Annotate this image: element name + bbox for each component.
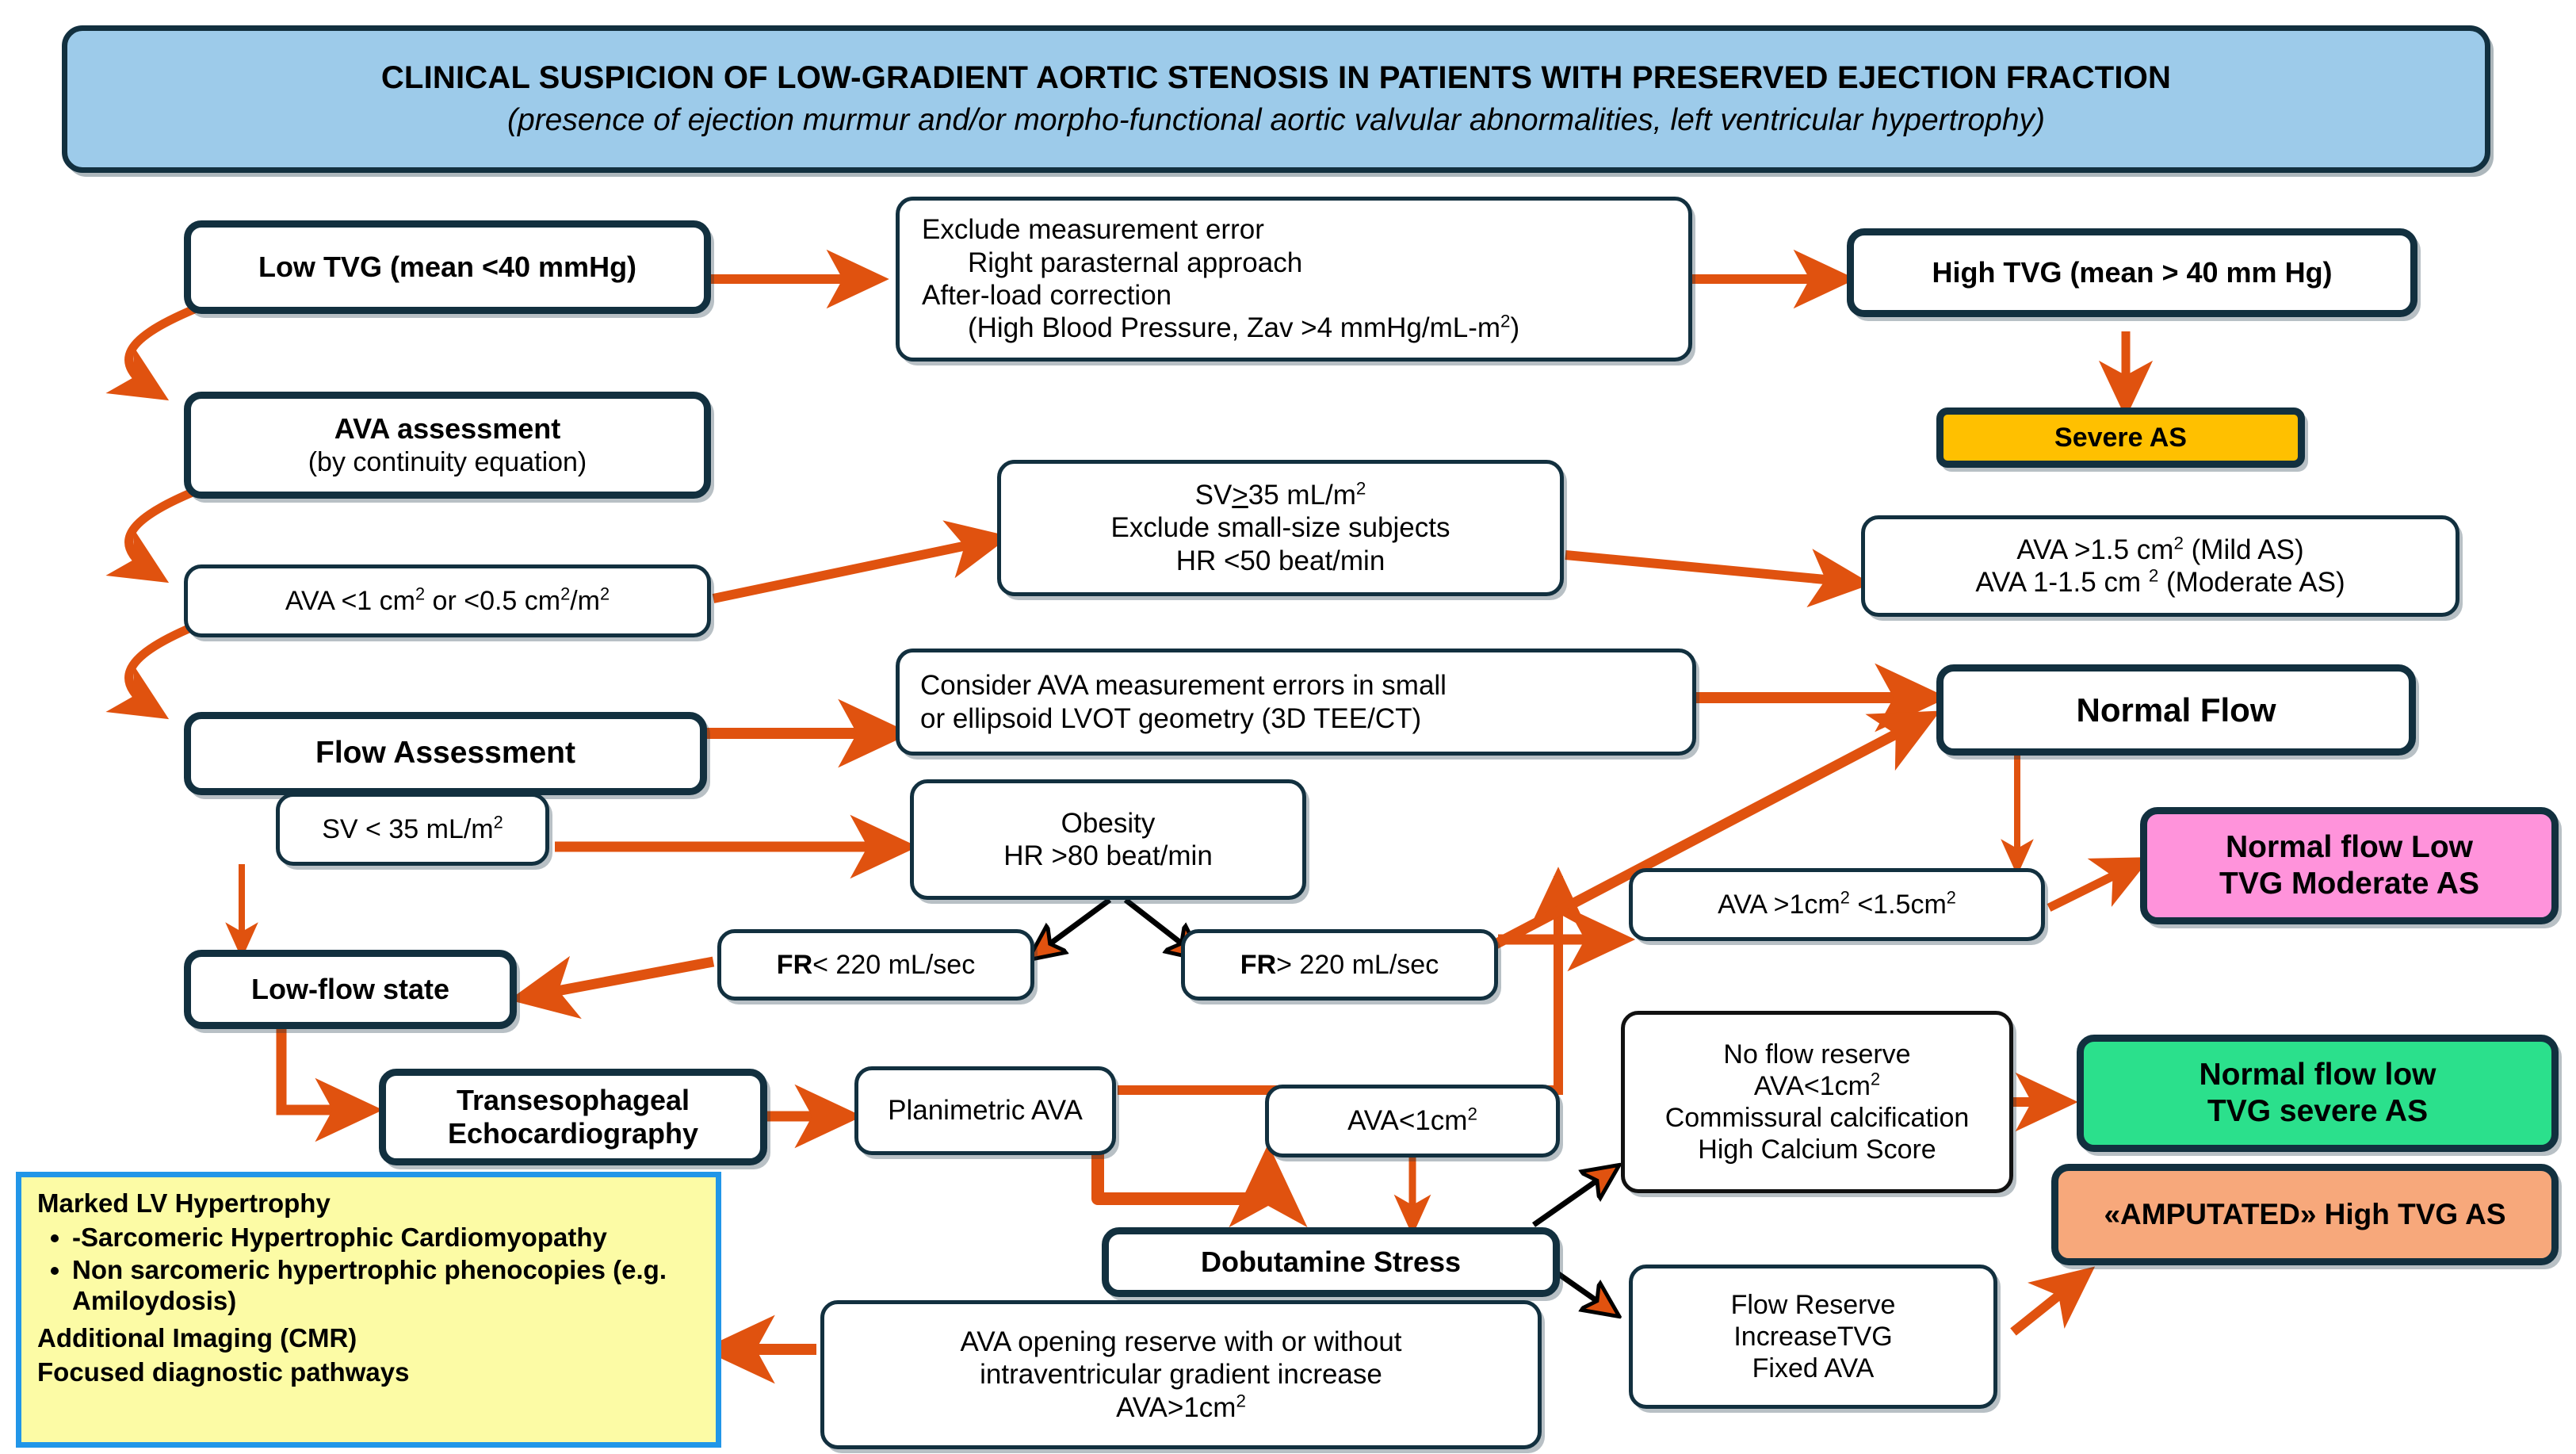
- obesity-line-2: HR >80 beat/min: [1003, 840, 1213, 871]
- no-reserve-line-2: AVA<1cm2: [1753, 1069, 1881, 1101]
- node-no-flow-reserve[interactable]: No flow reserve AVA<1cm2 Commissural cal…: [1621, 1011, 2013, 1193]
- node-fr-low[interactable]: FR< 220 mL/sec: [717, 929, 1034, 1001]
- reserve-line-2: IncreaseTVG: [1733, 1321, 1893, 1352]
- node-ava-lt-1cm2[interactable]: AVA<1cm2: [1265, 1085, 1560, 1157]
- exclude-line-3: After-load correction: [922, 280, 1172, 311]
- fr-low-prefix: FR: [776, 949, 813, 980]
- result-normal-flow-low-tvg-severe-as[interactable]: Normal flow low TVG severe AS: [2077, 1035, 2559, 1152]
- legend-title: Marked LV Hypertrophy: [37, 1188, 331, 1218]
- node-low-tvg[interactable]: Low TVG (mean <40 mmHg): [184, 220, 711, 314]
- result-pink-line-2: TVG Moderate AS: [2219, 867, 2479, 901]
- node-tee-line-2: Echocardiography: [447, 1117, 699, 1150]
- legend-line-a: Additional Imaging (CMR): [37, 1322, 357, 1353]
- fr-low-value: < 220 mL/sec: [812, 949, 976, 980]
- result-pink-line-1: Normal flow Low: [2226, 829, 2473, 864]
- legend-line-b: Focused diagnostic pathways: [37, 1356, 410, 1387]
- node-flow-assessment[interactable]: Flow Assessment: [184, 712, 707, 795]
- legend-lv-hypertrophy[interactable]: Marked LV Hypertrophy -Sarcomeric Hypert…: [16, 1172, 721, 1448]
- consider-line-2: or ellipsoid LVOT geometry (3D TEE/CT): [920, 702, 1422, 734]
- result-severe-as[interactable]: Severe AS: [1936, 408, 2305, 468]
- node-normal-flow[interactable]: Normal Flow: [1936, 664, 2416, 756]
- node-high-tvg[interactable]: High TVG (mean > 40 mm Hg): [1847, 228, 2417, 317]
- fr-low-label: FR< 220 mL/sec: [777, 949, 975, 981]
- exclude-line-4: (High Blood Pressure, Zav >4 mmHg/mL-m2): [968, 311, 1520, 344]
- fr-high-value: > 220 mL/sec: [1276, 949, 1439, 980]
- legend-bullet-2: Non sarcomeric hypertrophic phenocopies …: [72, 1255, 700, 1317]
- no-reserve-line-3: Commissural calcification: [1664, 1103, 1970, 1133]
- node-ava-below-threshold[interactable]: AVA <1 cm2 or <0.5 cm2/m2: [184, 564, 711, 637]
- node-ava-assessment-label: AVA assessment: [334, 412, 561, 446]
- fr-high-prefix: FR: [1240, 949, 1277, 980]
- node-fr-high[interactable]: FR> 220 mL/sec: [1181, 929, 1498, 1001]
- consider-line-1: Consider AVA measurement errors in small: [920, 670, 1447, 702]
- obesity-line-1: Obesity: [1061, 807, 1156, 839]
- title-line-1: CLINICAL SUSPICION OF LOW-GRADIENT AORTI…: [380, 60, 2172, 95]
- node-opening-reserve[interactable]: AVA opening reserve with or without intr…: [820, 1300, 1542, 1449]
- legend-bullet-list: -Sarcomeric Hypertrophic Cardiomyopathy …: [37, 1221, 700, 1318]
- opening-line-3: AVA>1cm2: [1116, 1390, 1246, 1423]
- sv-preserved-line-3: HR <50 beat/min: [1175, 545, 1385, 576]
- reserve-line-3: Fixed AVA: [1752, 1353, 1875, 1384]
- node-obesity[interactable]: Obesity HR >80 beat/min: [910, 779, 1306, 900]
- node-tee-line-1: Transesophageal: [456, 1083, 690, 1116]
- result-green-line-2: TVG severe AS: [2207, 1094, 2429, 1128]
- node-ava-assessment-sub: (by continuity equation): [308, 446, 587, 477]
- title-line-2: (presence of ejection murmur and/or morp…: [506, 103, 2046, 137]
- sv-preserved-line-2: Exclude small-size subjects: [1110, 512, 1450, 544]
- exclude-line-2: Right parasternal approach: [968, 247, 1303, 278]
- no-reserve-line-4: High Calcium Score: [1698, 1135, 1936, 1165]
- result-severe-as-label: Severe AS: [2054, 422, 2187, 453]
- node-tee[interactable]: Transesophageal Echocardiography: [379, 1069, 767, 1165]
- node-sv-low[interactable]: SV < 35 mL/m2: [276, 793, 549, 866]
- node-flow-reserve[interactable]: Flow Reserve IncreaseTVG Fixed AVA: [1629, 1265, 1997, 1409]
- node-dobutamine-stress[interactable]: Dobutamine Stress: [1102, 1227, 1560, 1297]
- node-mild-moderate-as[interactable]: AVA >1.5 cm2 (Mild AS) AVA 1-1.5 cm 2 (M…: [1861, 515, 2459, 617]
- sv-preserved-line-1: SV>35 mL/m2: [1194, 478, 1366, 511]
- node-sv-preserved[interactable]: SV>35 mL/m2 Exclude small-size subjects …: [997, 460, 1564, 596]
- node-ava-lt-1cm2-label: AVA<1cm2: [1347, 1104, 1477, 1137]
- node-normal-flow-label: Normal Flow: [2076, 691, 2276, 729]
- opening-line-1: AVA opening reserve with or without: [960, 1326, 1402, 1358]
- node-planimetric-ava[interactable]: Planimetric AVA: [854, 1066, 1116, 1155]
- node-low-tvg-label: Low TVG (mean <40 mmHg): [258, 250, 637, 283]
- result-amputated-high-tvg-as[interactable]: «AMPUTATED» High TVG AS: [2051, 1164, 2559, 1265]
- node-low-flow-state[interactable]: Low-flow state: [184, 950, 517, 1029]
- mild-as-line: AVA >1.5 cm2 (Mild AS): [2016, 533, 2304, 565]
- node-ava-below-threshold-label: AVA <1 cm2 or <0.5 cm2/m2: [285, 584, 610, 616]
- node-flow-assessment-label: Flow Assessment: [315, 736, 575, 771]
- opening-line-2: intraventricular gradient increase: [980, 1359, 1382, 1391]
- node-ava-assessment[interactable]: AVA assessment (by continuity equation): [184, 392, 711, 499]
- diagram-title-banner: CLINICAL SUSPICION OF LOW-GRADIENT AORTI…: [62, 25, 2490, 173]
- legend-bullet-1: -Sarcomeric Hypertrophic Cardiomyopathy: [72, 1223, 700, 1253]
- node-low-flow-state-label: Low-flow state: [251, 972, 449, 1005]
- exclude-line-1: Exclude measurement error: [922, 214, 1264, 246]
- node-exclude-measurement-error[interactable]: Exclude measurement error Right paraster…: [896, 197, 1692, 362]
- no-reserve-line-1: No flow reserve: [1723, 1039, 1911, 1069]
- fr-high-label: FR> 220 mL/sec: [1240, 949, 1439, 981]
- result-salmon-label: «AMPUTATED» High TVG AS: [2104, 1198, 2506, 1231]
- node-ava-range[interactable]: AVA >1cm2 <1.5cm2: [1629, 868, 2045, 941]
- node-high-tvg-label: High TVG (mean > 40 mm Hg): [1932, 255, 2333, 289]
- moderate-as-line: AVA 1-1.5 cm 2 (Moderate AS): [1975, 565, 2345, 598]
- node-planimetric-ava-label: Planimetric AVA: [888, 1095, 1083, 1127]
- node-sv-low-label: SV < 35 mL/m2: [322, 812, 503, 844]
- node-ava-range-label: AVA >1cm2 <1.5cm2: [1718, 887, 1956, 920]
- node-consider-ava-errors[interactable]: Consider AVA measurement errors in small…: [896, 649, 1696, 756]
- result-normal-flow-low-tvg-moderate-as[interactable]: Normal flow Low TVG Moderate AS: [2140, 807, 2559, 924]
- result-green-line-1: Normal flow low: [2199, 1057, 2436, 1092]
- node-dobutamine-stress-label: Dobutamine Stress: [1200, 1245, 1462, 1278]
- reserve-line-1: Flow Reserve: [1730, 1289, 1896, 1320]
